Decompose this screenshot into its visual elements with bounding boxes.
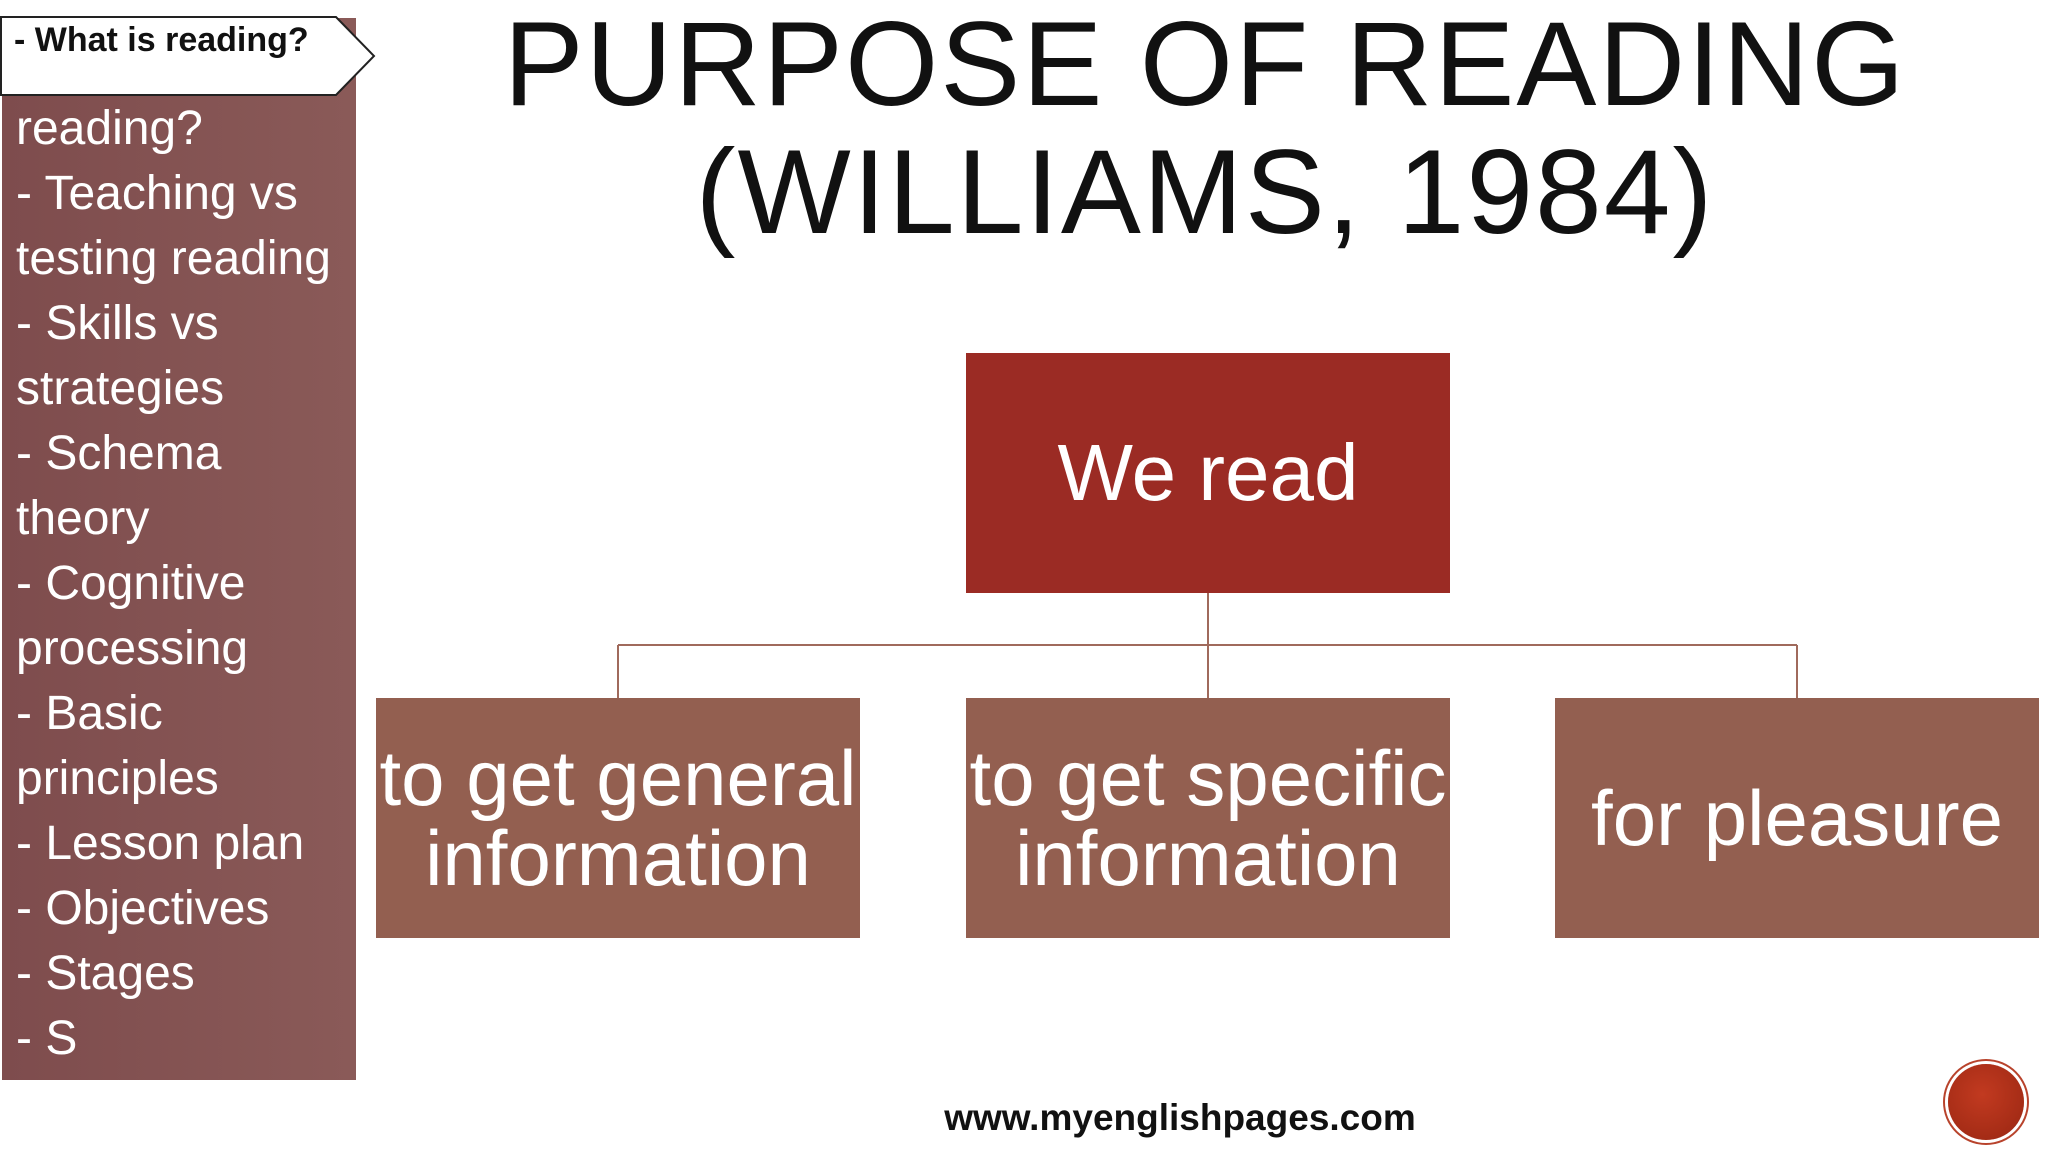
diagram-child-label-pleasure: for pleasure bbox=[1591, 774, 2003, 862]
footer-website-url: www.myenglishpages.com bbox=[944, 1097, 1416, 1138]
sidebar-item-stages[interactable]: - Stages bbox=[16, 947, 195, 1000]
slide-title-line-1: PURPOSE OF READING bbox=[503, 0, 1907, 131]
current-section-callout[interactable]: - What is reading? bbox=[0, 16, 376, 96]
slide-nav-button[interactable] bbox=[1948, 1064, 2024, 1140]
sidebar-item-objectives[interactable]: - Objectives bbox=[16, 882, 270, 935]
diagram-root-node: We read bbox=[966, 353, 1450, 593]
sidebar-item-list: reading? - Teaching vs testing reading -… bbox=[16, 96, 356, 1071]
slide-title-line-2: (WILLIAMS, 1984) bbox=[695, 125, 1715, 259]
current-section-label: - What is reading? bbox=[14, 21, 309, 59]
diagram-child-node-general: to get general information bbox=[376, 698, 860, 938]
callout-arrow-shape bbox=[0, 16, 376, 96]
sidebar-item-partial[interactable]: - S bbox=[16, 1012, 78, 1065]
sidebar-item-teaching-vs-testing[interactable]: - Teaching vs testing reading bbox=[16, 167, 331, 285]
diagram-child-node-pleasure: for pleasure bbox=[1555, 698, 2039, 938]
sidebar-item-schema-theory[interactable]: - Schema theory bbox=[16, 427, 222, 545]
sidebar-item-basic-principles[interactable]: - Basic principles bbox=[16, 687, 219, 805]
slide-title: PURPOSE OF READING (WILLIAMS, 1984) bbox=[470, 0, 1940, 256]
sidebar-item-lesson-plan[interactable]: - Lesson plan bbox=[16, 817, 305, 870]
sidebar-item-what-is-reading-continued[interactable]: reading? bbox=[16, 102, 203, 155]
sidebar-nav: reading? - Teaching vs testing reading -… bbox=[2, 18, 356, 1080]
sidebar-item-cognitive-processing[interactable]: - Cognitive processing bbox=[16, 557, 249, 675]
diagram-child-label-specific: to get specific information bbox=[969, 734, 1447, 902]
diagram-child-label-general: to get general information bbox=[379, 734, 857, 902]
diagram-root-label: We read bbox=[1057, 428, 1359, 517]
diagram-child-node-specific: to get specific information bbox=[966, 698, 1450, 938]
sidebar-item-skills-vs-strategies[interactable]: - Skills vs strategies bbox=[16, 297, 225, 415]
